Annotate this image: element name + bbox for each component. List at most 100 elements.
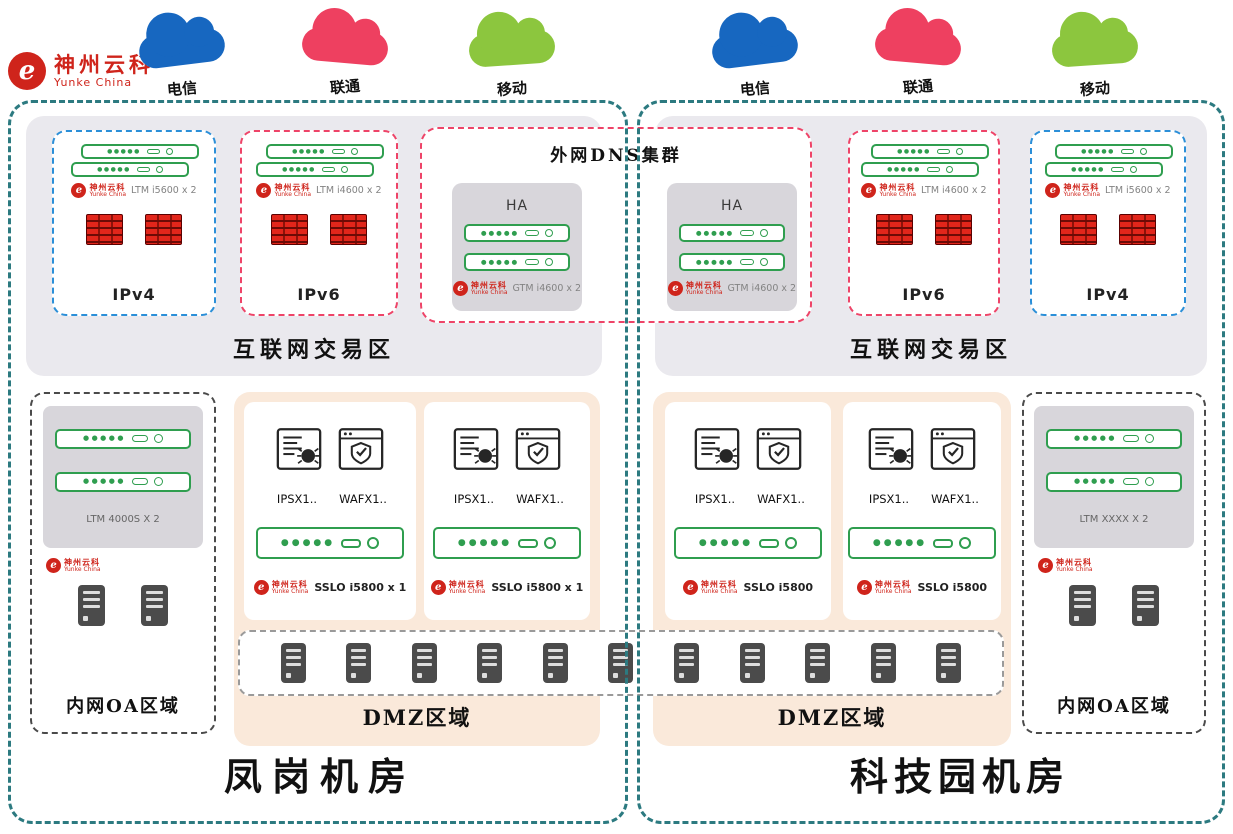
isp-label: 电信	[739, 78, 771, 100]
server-icon	[1132, 585, 1159, 626]
firewall-icon	[935, 214, 972, 245]
firewall-icon	[1119, 214, 1156, 245]
ha-label: HA	[720, 197, 744, 214]
internet-zone-label: 互联网交易区	[849, 337, 1012, 363]
waf-label: WAFX1..	[339, 492, 387, 506]
yunke-swirl-icon: e	[253, 580, 269, 595]
ipv4-label: IPv4	[112, 285, 156, 304]
server-icon	[141, 585, 168, 626]
appliance-icon	[266, 144, 384, 159]
firewall-icon	[145, 214, 182, 245]
isp-label: 移动	[1079, 78, 1111, 100]
datacenter-name-right: 科技园机房	[849, 754, 1070, 799]
server-icon	[78, 585, 105, 626]
ipv6-label: IPv6	[902, 285, 946, 304]
sslo-label: SSLO i5800 x 1	[314, 581, 407, 594]
yunke-swirl-icon: e	[430, 580, 446, 595]
sslo-appliance-icon	[848, 527, 996, 559]
device-label: LTM i4600 x 2	[921, 185, 987, 196]
waf-icon	[515, 428, 561, 470]
ltm-panel: LTM XXXX X 2	[1034, 406, 1194, 548]
cloud-icon	[300, 26, 390, 67]
cloud-icon	[710, 26, 800, 71]
server-icon	[936, 643, 962, 683]
ips-label: IPSX1..	[276, 492, 318, 506]
appliance-icon	[71, 162, 189, 177]
server-icon	[739, 643, 765, 683]
yunke-swirl-icon: e	[1038, 558, 1053, 573]
brand-name-en: Yunke China	[54, 75, 133, 89]
oa-zone-label: 内网OA区域	[66, 696, 180, 717]
appliance-icon	[81, 144, 199, 159]
cloud-telecom-right: 电信	[695, 8, 815, 99]
dmz-zone-label: DMZ区域	[777, 705, 887, 730]
ips-icon	[694, 428, 740, 470]
device-label: LTM i5600 x 2	[131, 185, 197, 196]
firewall-icon	[330, 214, 367, 245]
dmz-server-strip	[238, 630, 1004, 696]
dmz-zone-label: DMZ区域	[362, 705, 472, 730]
server-group	[1069, 585, 1159, 626]
ips-label: IPSX1..	[694, 492, 736, 506]
firewall-pair	[1060, 214, 1156, 245]
isp-label: 联通	[329, 76, 361, 98]
yunke-swirl-icon: e	[682, 580, 698, 595]
yunke-swirl-icon: e	[256, 183, 272, 198]
waf-icon	[756, 428, 802, 470]
appliance-icon	[55, 471, 191, 492]
device-label: LTM XXXX X 2	[1079, 514, 1149, 526]
appliance-icon	[1055, 144, 1173, 159]
cloud-unicom-left: 联通	[285, 6, 405, 97]
ltm-panel: LTM 4000S X 2	[43, 406, 203, 548]
appliance-icon	[861, 162, 979, 177]
isp-label: 联通	[902, 76, 934, 98]
cloud-icon	[1050, 29, 1140, 68]
device-label: GTM i4600 x 2	[512, 283, 582, 295]
appliance-icon	[464, 224, 570, 243]
yunke-swirl-icon: e	[667, 281, 683, 297]
cloud-icon	[873, 26, 963, 67]
device-label: LTM 4000S X 2	[86, 514, 160, 526]
sslo-label: SSLO i5800	[743, 581, 814, 594]
internet-zone-label: 互联网交易区	[232, 337, 395, 363]
ips-label: IPSX1..	[453, 492, 495, 506]
firewall-pair	[86, 214, 182, 245]
yunke-logo-header: e 神州云科 Yunke China	[8, 52, 154, 90]
yunke-swirl-icon: e	[46, 558, 61, 573]
ips-icon	[276, 428, 322, 470]
cloud-mobile-right: 移动	[1035, 8, 1155, 99]
cloud-icon	[467, 29, 557, 68]
cloud-unicom-right: 联通	[858, 6, 978, 97]
appliance-icon	[679, 224, 785, 243]
ips-icon	[868, 428, 914, 470]
server-icon	[346, 643, 372, 683]
ha-label: HA	[505, 197, 529, 214]
isp-label: 移动	[496, 78, 528, 100]
oa-zone-label: 内网OA区域	[1057, 696, 1171, 717]
server-icon	[280, 643, 306, 683]
waf-icon	[930, 428, 976, 470]
sslo-label: SSLO i5800	[917, 581, 988, 594]
appliance-icon	[871, 144, 989, 159]
firewall-icon	[876, 214, 913, 245]
server-icon	[1069, 585, 1096, 626]
waf-label: WAFX1..	[931, 492, 979, 506]
